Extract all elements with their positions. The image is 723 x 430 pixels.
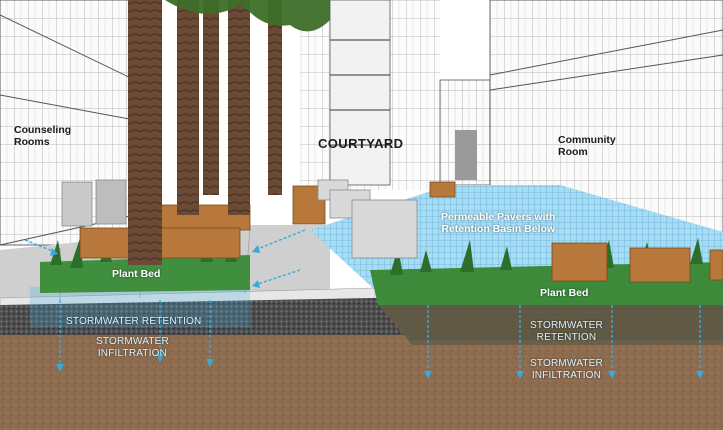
label-plant-bed-right: Plant Bed	[540, 287, 588, 299]
building-center	[300, 0, 490, 190]
label-counseling-rooms: Counseling Rooms	[14, 124, 71, 148]
label-stormwater-retention-left: STORMWATER RETENTION	[66, 316, 201, 328]
label-stormwater-retention-right: STORMWATER RETENTION	[530, 320, 603, 343]
label-permeable-pavers: Permeable Pavers with Retention Basin Be…	[441, 211, 555, 235]
label-plant-bed-left: Plant Bed	[112, 268, 160, 280]
label-courtyard: COURTYARD	[318, 137, 403, 152]
label-stormwater-infiltration-right: STORMWATER INFILTRATION	[530, 358, 603, 381]
label-community-room: Community Room	[558, 134, 616, 158]
label-stormwater-infiltration-left: STORMWATER INFILTRATION	[96, 336, 169, 359]
